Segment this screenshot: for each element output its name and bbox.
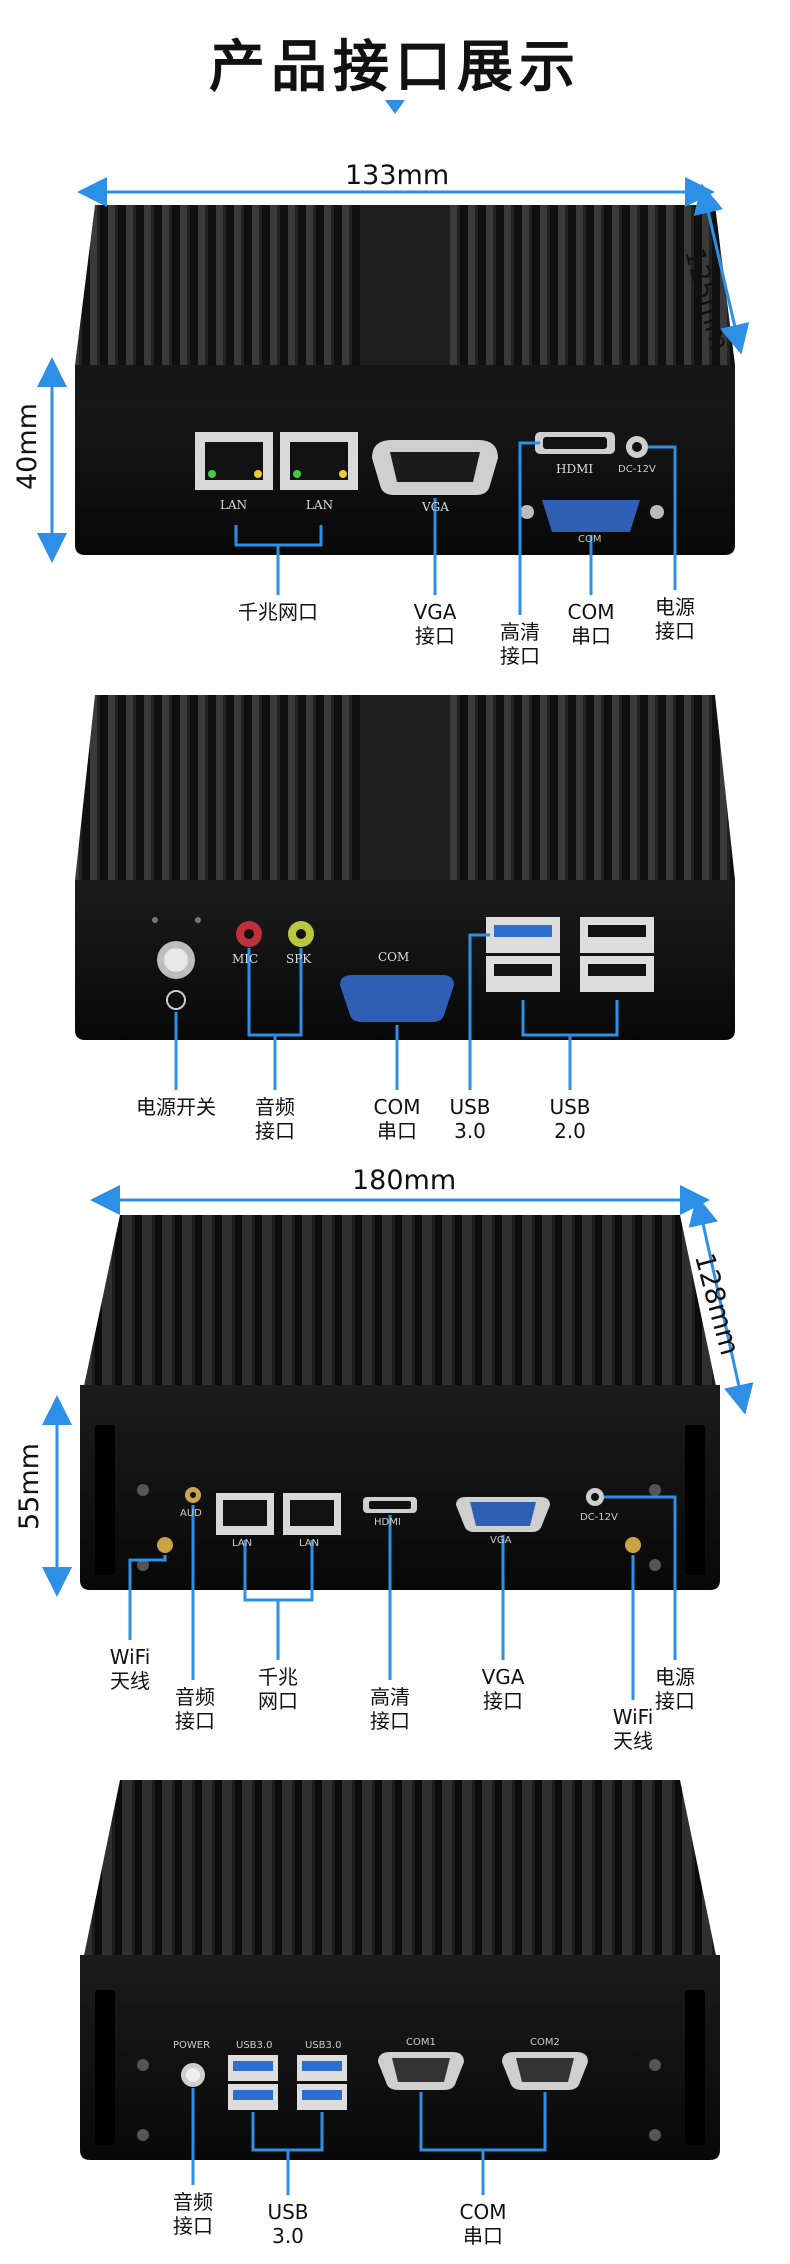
lan-label-2: LAN — [306, 498, 334, 512]
wifi-antenna-right — [625, 1537, 641, 1553]
com-port — [542, 500, 640, 532]
callout-vga-3: VGA 接口 — [481, 1665, 525, 1713]
callout-audio-4: 音频 接口 — [173, 2190, 213, 2238]
hdmi-label-3: HDMI — [374, 1517, 401, 1528]
callout-gigabit-lan: 千兆网口 — [238, 600, 318, 624]
callout-wifi-left: WiFi 天线 — [109, 1645, 151, 1693]
com1-label: COM1 — [406, 2037, 436, 2048]
callout-power-3: 电源 接口 — [655, 1665, 695, 1713]
dc-label-3: DC-12V — [580, 1512, 618, 1523]
vga-label: VGA — [422, 500, 449, 514]
callout-wifi-right: WiFi 天线 — [612, 1705, 654, 1753]
aud-label: AUD — [180, 1508, 202, 1519]
device-3 — [42, 1185, 754, 1700]
dc-label: DC-12V — [618, 464, 656, 475]
callout-power-switch: 电源开关 — [136, 1095, 216, 1119]
hdmi-label: HDMI — [556, 462, 594, 476]
callout-audio: 音频 接口 — [255, 1095, 295, 1143]
com-label: COM — [578, 534, 602, 545]
com2-label: COM2 — [530, 2037, 560, 2048]
title-arrow-icon — [385, 100, 405, 114]
lan-label-3: LAN — [232, 1538, 253, 1549]
height-dimension-3: 55mm — [14, 1443, 45, 1530]
callout-usb30: USB 3.0 — [449, 1095, 491, 1143]
com-port — [340, 975, 454, 1022]
com-label-2: COM — [378, 950, 410, 964]
spk-label: SPK — [286, 952, 312, 966]
lan-label-4: LAN — [299, 1538, 320, 1549]
width-dimension-3: 180mm — [352, 1165, 457, 1196]
page-title: 产品接口展示 — [209, 35, 581, 100]
callout-hdmi-3: 高清 接口 — [370, 1685, 410, 1733]
callout-vga: VGA 接口 — [413, 600, 457, 648]
power-label: POWER — [173, 2040, 211, 2051]
callout-power: 电源 接口 — [655, 595, 695, 643]
mic-label: MIC — [232, 952, 259, 966]
callout-com-4: COM 串口 — [459, 2200, 507, 2248]
callout-hdmi: 高清 接口 — [500, 620, 540, 668]
lan-label-1: LAN — [220, 498, 248, 512]
usb-label-2: USB3.0 — [305, 2040, 342, 2051]
callout-usb30-4: USB 3.0 — [267, 2200, 309, 2248]
callout-com-2: COM 串口 — [373, 1095, 421, 1143]
callout-audio-3: 音频 接口 — [175, 1685, 215, 1733]
device-2 — [75, 695, 735, 1090]
callout-usb20: USB 2.0 — [549, 1095, 591, 1143]
wifi-antenna-left — [157, 1537, 173, 1553]
callout-gigabit-lan-3: 千兆 网口 — [258, 1665, 298, 1713]
usb-label-1: USB3.0 — [236, 2040, 273, 2051]
vga-label-3: VGA — [490, 1535, 512, 1546]
width-dimension-1: 133mm — [345, 160, 450, 191]
device-4 — [80, 1780, 720, 2195]
callout-com: COM 串口 — [567, 600, 615, 648]
device-1 — [37, 177, 750, 615]
height-dimension-1: 40mm — [12, 403, 43, 490]
